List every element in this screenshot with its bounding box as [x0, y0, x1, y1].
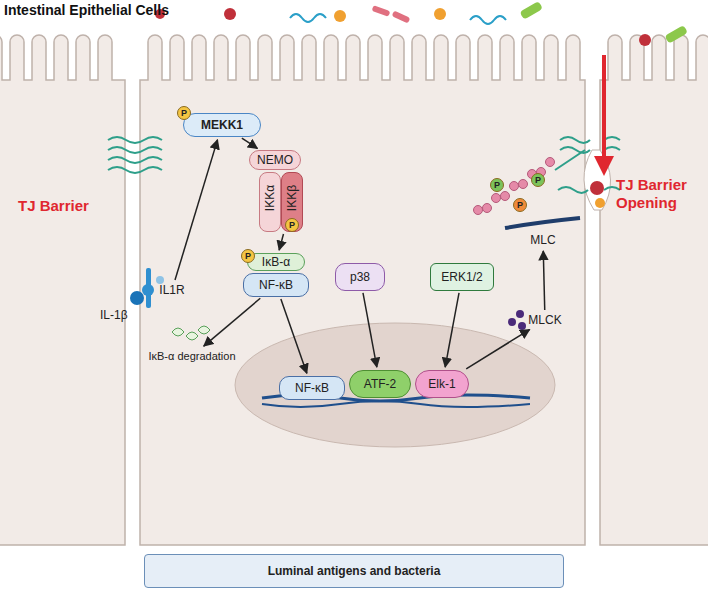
nucleus [235, 323, 555, 447]
node-text: MLC [530, 233, 555, 247]
degradation-fragments [172, 326, 210, 340]
actin-bead [492, 194, 501, 203]
kinase-box: MEKK1 [183, 113, 261, 137]
actin-bead [483, 204, 492, 213]
signal-arrow [281, 299, 307, 373]
inhibitor-box: IκB-α [247, 253, 305, 271]
signal-arrow [363, 293, 377, 367]
lumen-box: Luminal antigens and bacteria [144, 554, 564, 588]
node-text: IκB-α degradation [148, 350, 235, 362]
barrier-label: TJ Barrier Opening [616, 176, 702, 212]
signal-arrow [204, 298, 261, 346]
degradation-label: IκB-α degradation [142, 348, 242, 364]
node-text: ERK1/2 [441, 270, 482, 284]
epithelial-cells [0, 35, 708, 545]
phospho-mark: P [241, 249, 255, 263]
transcription-factor: ATF-2 [349, 370, 411, 398]
node-text: MLCK [528, 313, 561, 327]
il1-receptor [130, 268, 164, 308]
node-text: NF-κB [259, 278, 293, 292]
enzyme-label: MLCK [526, 312, 564, 328]
signal-arrow [175, 140, 217, 280]
mlck-dots [508, 310, 526, 330]
phospho-mark: P [513, 198, 527, 212]
bacteria [155, 1, 688, 46]
kinase-box: p38 [335, 263, 385, 291]
node-text: IL1R [159, 283, 184, 297]
transcription-factor: NF-κB [279, 376, 345, 400]
signal-arrow [242, 138, 258, 148]
ligand-label: IL-1β [100, 308, 128, 322]
diagram-title: Intestinal Epithelial Cells [4, 2, 169, 18]
node-text: MEKK1 [201, 118, 243, 132]
node-text: Elk-1 [428, 377, 455, 391]
tight-junction-opening [558, 55, 620, 210]
actin-bead [546, 158, 555, 167]
node-text: IKKβ [285, 185, 299, 211]
myosin-actin [474, 150, 586, 228]
cell-outline [140, 35, 585, 545]
actin-bead [519, 180, 528, 189]
kinase-box: ERK1/2 [430, 263, 494, 291]
tight-junction-left [108, 137, 162, 173]
phospho-mark: P [177, 106, 191, 120]
nemo-box: NEMO [249, 150, 301, 170]
signal-arrow [279, 234, 283, 250]
node-text: Luminal antigens and bacteria [268, 564, 441, 578]
signal-arrow [445, 293, 459, 367]
node-text: NEMO [257, 153, 293, 167]
actin-bead [510, 182, 519, 191]
actin-bead [501, 192, 510, 201]
barrier-label: TJ Barrier [18, 197, 89, 214]
cell-outline [0, 35, 125, 545]
ikk-subunit: IKKα [259, 172, 281, 232]
phospho-mark: P [490, 178, 504, 192]
actin-bead [474, 206, 483, 215]
signal-arrow [466, 330, 529, 369]
transcription-factor: Elk-1 [415, 370, 469, 398]
node-text: NF-κB [295, 381, 329, 395]
node-text: ATF-2 [364, 377, 396, 391]
signal-arrow [543, 251, 544, 310]
phospho-mark: P [531, 173, 545, 187]
protein-label: MLC [526, 232, 560, 248]
phospho-mark: P [285, 218, 299, 232]
cell-outline [600, 35, 708, 545]
node-text: IKKα [263, 185, 277, 211]
receptor-label: IL1R [157, 282, 187, 298]
node-text: p38 [350, 270, 370, 284]
transcription-factor: NF-κB [243, 273, 309, 297]
node-text: IκB-α [262, 255, 290, 269]
